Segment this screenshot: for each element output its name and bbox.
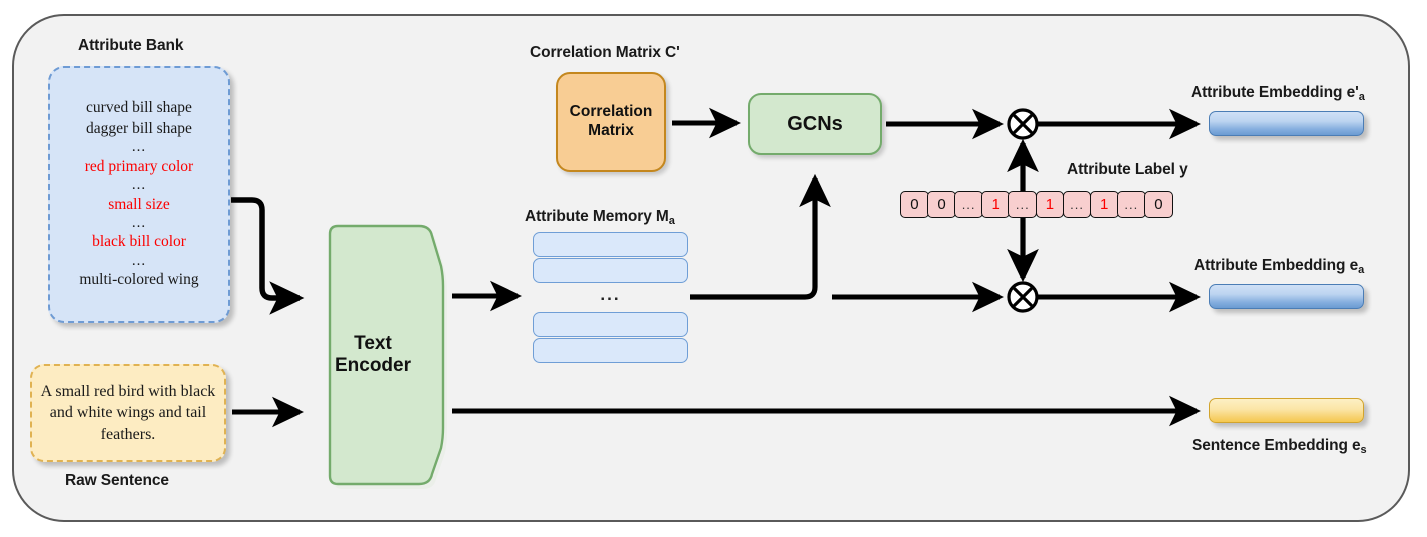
attribute-label-cell-active: 1	[1089, 191, 1119, 218]
attribute-embedding-caption: Attribute Embedding ea	[1194, 257, 1365, 276]
correlation-matrix-box[interactable]: Correlation Matrix	[556, 72, 666, 172]
attribute-item-highlighted: red primary color	[84, 157, 194, 175]
attribute-label-cell: 0	[927, 191, 956, 218]
attribute-embedding-prime-caption: Attribute Embedding e'a	[1191, 84, 1365, 103]
attribute-label-cell-active: 1	[1035, 191, 1065, 218]
attribute-item-highlighted: small size	[108, 195, 170, 213]
attribute-memory-row	[533, 258, 688, 283]
attribute-embedding-caption-sub: a	[1358, 264, 1365, 276]
attribute-label-cell-ellipsis: ...	[954, 191, 984, 218]
gcns-label: GCNs	[787, 112, 843, 135]
attribute-ellipsis: ...	[131, 139, 147, 156]
attribute-item: multi-colored wing	[79, 271, 199, 289]
raw-sentence-text: A small red bird with black and white wi…	[40, 383, 216, 443]
attribute-label-cell-ellipsis: ...	[1008, 191, 1038, 218]
attribute-label-caption: Attribute Label y	[1067, 161, 1188, 178]
attribute-embedding-prime-bar	[1209, 111, 1364, 136]
correlation-matrix-label-line2: Matrix	[588, 122, 634, 139]
text-encoder-label-line1: Text	[354, 332, 392, 354]
attribute-item: curved bill shape	[86, 99, 192, 117]
attribute-memory-caption-text: Attribute Memory M	[525, 208, 669, 225]
attribute-label-strip[interactable]: 0 0 ... 1 ... 1 ... 1 ... 0	[900, 191, 1173, 218]
attribute-label-cell: 0	[1143, 191, 1173, 218]
attribute-memory-caption-sub: a	[668, 215, 675, 227]
attribute-memory-caption: Attribute Memory Ma	[525, 208, 675, 227]
attribute-label-cell-active: 1	[981, 191, 1011, 218]
attribute-ellipsis: ...	[131, 252, 147, 269]
attribute-label-cell-ellipsis: ...	[1116, 191, 1146, 218]
raw-sentence-caption: Raw Sentence	[65, 472, 169, 489]
attribute-memory-ellipsis: ...	[600, 285, 621, 304]
attribute-memory-row	[533, 312, 688, 337]
attribute-label-cell: 0	[900, 191, 929, 218]
sentence-embedding-caption: Sentence Embedding es	[1192, 437, 1367, 456]
attribute-item-highlighted: black bill color	[92, 233, 186, 251]
sentence-embedding-caption-sub: s	[1360, 444, 1367, 456]
sentence-embedding-bar	[1209, 398, 1364, 423]
correlation-matrix-label-line1: Correlation	[569, 103, 653, 121]
attribute-label-cell-ellipsis: ...	[1062, 191, 1092, 218]
attribute-embedding-prime-caption-text: Attribute Embedding e'	[1191, 84, 1359, 101]
attribute-ellipsis: ...	[131, 177, 147, 194]
attribute-ellipsis: ...	[131, 215, 147, 232]
attribute-embedding-prime-caption-sub: a	[1358, 91, 1365, 103]
correlation-matrix-label: Correlation Matrix	[570, 103, 653, 140]
text-encoder-node[interactable]: Text Encoder	[318, 226, 438, 484]
raw-sentence-box[interactable]: A small red bird with black and white wi…	[30, 364, 226, 462]
sentence-embedding-caption-text: Sentence Embedding e	[1192, 437, 1361, 454]
attribute-bank-box[interactable]: curved bill shape dagger bill shape ... …	[48, 66, 230, 323]
text-encoder-label-line2: Encoder	[334, 355, 412, 376]
attribute-memory-row	[533, 338, 688, 363]
correlation-matrix-caption: Correlation Matrix C'	[530, 44, 680, 61]
attribute-memory-row	[533, 232, 688, 257]
attribute-embedding-bar	[1209, 284, 1364, 309]
attribute-item: dagger bill shape	[86, 119, 192, 137]
attribute-embedding-caption-text: Attribute Embedding e	[1194, 257, 1359, 274]
text-encoder-label: Text Encoder	[318, 226, 428, 484]
gcns-box[interactable]: GCNs	[748, 93, 882, 155]
attribute-bank-caption: Attribute Bank	[78, 37, 184, 54]
